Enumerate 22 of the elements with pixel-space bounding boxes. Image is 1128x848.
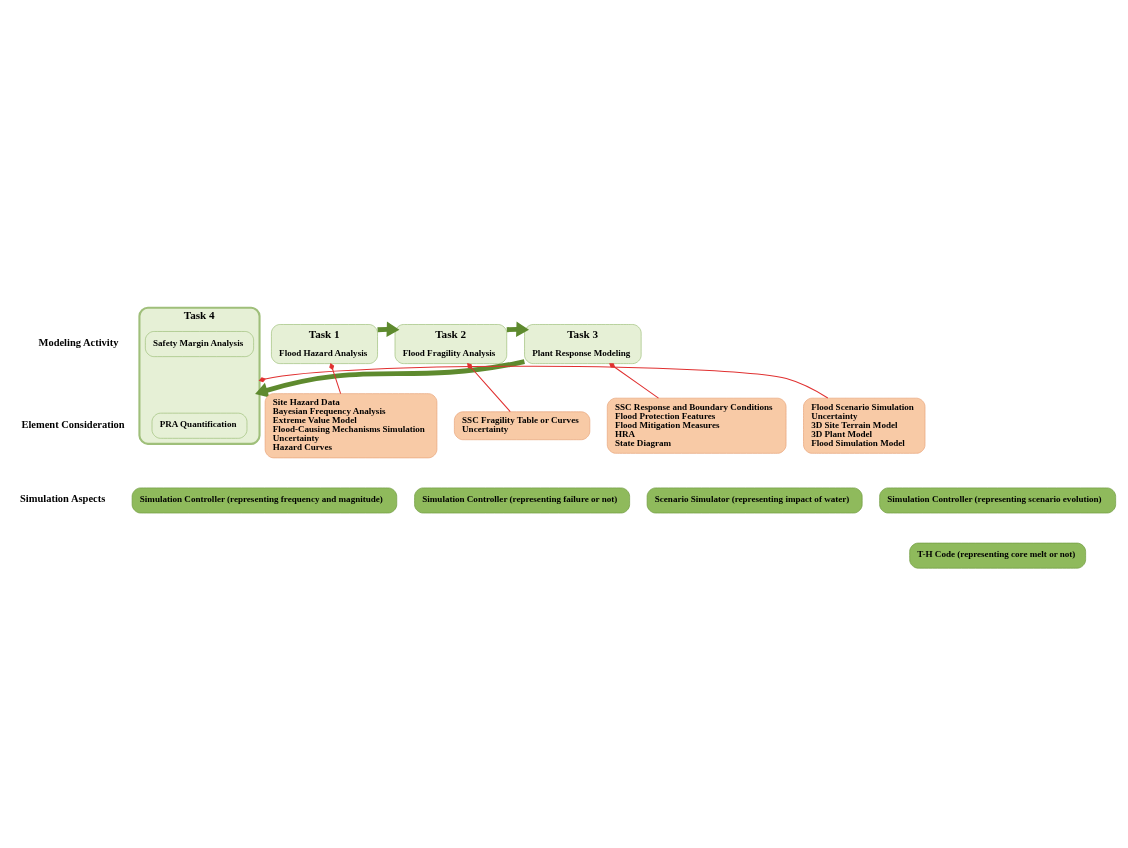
node-box: PRA Quantification: [151, 412, 248, 439]
connector: [467, 362, 511, 412]
node-box: Flood Scenario Simulation Uncertainty 3D Site Terrain Model 3D Plant Model Flood Simulation Model: [803, 397, 926, 454]
node-box: Simulation Controller (representing failure or not): [414, 487, 630, 513]
node-box: Scenario Simulator (representing impact of water): [646, 487, 863, 513]
connector: [329, 362, 342, 394]
node-box: SSC Fragility Table or Curves Uncertainty: [454, 410, 591, 440]
node-box: SSC Response and Boundary Conditions Flood Protection Features Flood Mitigation Measures HRA State Diagram: [606, 397, 787, 454]
node-box: Task 1 Flood Hazard Analysis: [271, 323, 378, 364]
label: Element Consideration: [21, 418, 125, 429]
arrow: [255, 358, 525, 398]
node-box: Site Hazard Data Bayesian Frequency Analysis Extreme Value Model Flood-Causing Mechanisms Simulation Uncertainty Hazard Curves: [264, 392, 438, 458]
label: Modeling Activity: [38, 336, 119, 348]
label: Simulation Aspects: [20, 492, 106, 504]
node-box: T-H Code (representing core melt or not): [909, 542, 1086, 569]
node-box: Simulation Controller (representing frequency and magnitude): [131, 487, 398, 513]
connector: [258, 365, 829, 399]
connector: [609, 362, 659, 399]
node-box: Safety Margin Analysis: [145, 330, 254, 357]
node-box: Simulation Controller (representing scenario evolution): [879, 487, 1116, 513]
node-box: Task 3 Plant Response Modeling: [524, 323, 642, 364]
node-box: Task 2 Flood Fragility Analysis: [394, 323, 508, 364]
